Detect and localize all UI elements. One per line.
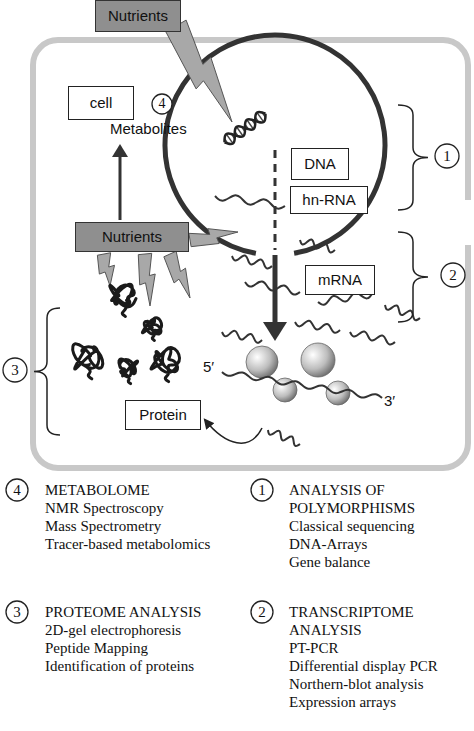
helix-strand <box>221 109 269 147</box>
protein-fold <box>119 359 138 384</box>
callout-number: 2 <box>440 262 466 288</box>
node-text: Nutrients <box>108 8 168 25</box>
rna-strand <box>385 305 420 320</box>
label-box: cell <box>68 86 134 120</box>
method-text: Northern-blot analysis <box>289 675 424 693</box>
node-text: 4 <box>13 482 21 499</box>
method-text: Identification of proteins <box>45 657 194 675</box>
callout-number: 4 <box>5 478 29 502</box>
node-text: Nutrients <box>102 229 162 246</box>
node-text: 4 <box>159 96 166 111</box>
metabolism-arrow-head <box>112 144 128 157</box>
lightning-bolt <box>162 251 197 302</box>
rna-strand <box>232 255 272 268</box>
synthesis-arrow <box>205 420 262 443</box>
callout-number: 4 <box>151 93 173 115</box>
protein-fold <box>142 318 161 341</box>
callout-number: 2 <box>250 600 274 624</box>
bracket <box>34 308 60 435</box>
node-text: 3 <box>11 362 19 379</box>
method-text: Gene balance <box>289 553 370 571</box>
callout-number: 3 <box>2 357 28 383</box>
node-text: 1 <box>443 148 451 165</box>
method-text: 2D-gel electrophoresis <box>45 621 181 639</box>
callout-number: 1 <box>434 143 460 169</box>
method-text: TRANSCRIPTOME ANALYSIS <box>289 603 454 639</box>
rna-strand <box>350 331 395 344</box>
bracket <box>398 232 428 322</box>
node-text: 3 <box>13 604 21 621</box>
callout-number: 3 <box>5 600 29 624</box>
method-text: Peptide Mapping <box>45 639 148 657</box>
node-text: hn-RNA <box>302 192 355 209</box>
method-text: Classical sequencing <box>289 517 414 535</box>
dna-helix <box>221 109 269 148</box>
protein-fold <box>73 344 103 379</box>
rna-strand <box>300 239 335 252</box>
rna-strand <box>222 372 382 398</box>
helix-strand <box>221 109 269 147</box>
method-text: Mass Spectrometry <box>45 517 161 535</box>
method-text: ANALYSIS OF POLYMORPHISMS <box>289 481 454 517</box>
circle-shape <box>251 601 273 623</box>
lightning-bolt <box>96 252 118 287</box>
node-text: cell <box>90 95 113 112</box>
diagram-label: Metabolites <box>110 120 187 138</box>
node-text: 2 <box>258 604 266 621</box>
node-text: 2 <box>449 267 457 284</box>
method-text: PT-PCR <box>289 639 338 657</box>
ribosome <box>246 346 278 378</box>
method-text: METABOLOME <box>45 481 150 499</box>
translation-arrow-head <box>263 322 287 341</box>
circle-shape <box>6 479 28 501</box>
metabolism-arrow <box>119 155 122 220</box>
circle-shape <box>3 358 27 382</box>
method-text: Expression arrays <box>289 693 396 711</box>
rna-strand <box>268 430 300 446</box>
protein-fold <box>151 348 180 382</box>
nutrient-box: Nutrients <box>95 0 181 32</box>
label-box: DNA <box>291 148 349 180</box>
protein-fold <box>110 284 136 316</box>
rna-strand <box>215 195 285 208</box>
circle-shape <box>251 479 273 501</box>
method-text: DNA-Arrays <box>289 535 367 553</box>
circle-shape <box>441 263 465 287</box>
label-box: Protein <box>125 400 201 430</box>
label-box: mRNA <box>305 265 375 295</box>
circle-shape <box>152 94 172 114</box>
node-text: 1 <box>258 482 266 499</box>
rna-strand <box>245 281 300 294</box>
node-text: Protein <box>139 407 187 424</box>
diagram-label: 3′ <box>384 392 395 410</box>
callout-number: 1 <box>250 478 274 502</box>
node-text: DNA <box>304 156 336 173</box>
nutrient-box: Nutrients <box>75 222 189 252</box>
circle-shape <box>6 601 28 623</box>
rna-strand <box>222 331 262 343</box>
method-text: Differential display PCR <box>289 657 438 675</box>
node-text: mRNA <box>318 272 362 289</box>
diagram-label: 5′ <box>203 358 214 376</box>
lightning-bolt <box>189 224 240 248</box>
circle-shape <box>435 144 459 168</box>
label-box: hn-RNA <box>290 186 368 214</box>
ribosome <box>301 343 335 377</box>
lightning-bolt <box>164 19 245 129</box>
method-text: PROTEOME ANALYSIS <box>45 603 201 621</box>
method-text: Tracer-based metabolomics <box>45 535 210 553</box>
lightning-bolt <box>137 253 158 307</box>
transcription-line <box>274 150 277 250</box>
rna-strand <box>295 321 340 333</box>
method-text: NMR Spectroscopy <box>45 499 164 517</box>
bracket <box>398 105 428 210</box>
